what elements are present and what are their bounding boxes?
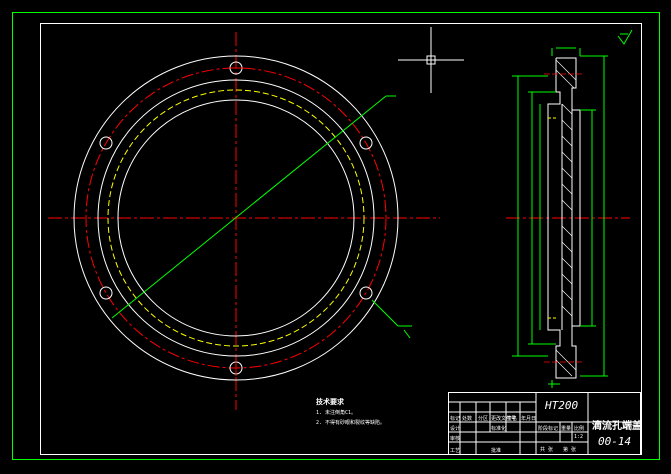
bolt-hole[interactable] [99,136,113,150]
side-section-view[interactable] [506,29,633,388]
tech-requirements-title: 技术要求 [316,398,344,406]
tb-stage-mark: 阶段标记 [538,426,559,432]
hidden-circle [107,89,365,347]
tb-mark: 标记 [450,416,461,422]
tech-requirement-line: 2. 不得有砂眼和裂纹等缺陷。 [316,420,386,426]
inner-frame [40,23,642,455]
front-view[interactable] [48,32,440,410]
tb-scale-value: 1:2 [574,434,584,440]
tb-check: 审核 [450,436,461,442]
drawing-number: 00-14 [598,435,632,448]
tb-zone: 分区 [478,416,489,422]
section-outline-top[interactable] [547,57,581,379]
bolt-hole[interactable] [359,286,373,300]
inner-circle-2[interactable] [117,99,355,337]
part-name: 滴流孔端盖 [592,421,642,432]
tb-change-doc: 更改文件号 [491,416,517,422]
bolt-holes[interactable] [99,61,373,376]
inner-circle-1[interactable] [97,79,375,357]
tb-approve: 批准 [491,448,502,454]
tb-count: 处数 [462,416,473,422]
tb-process: 工艺 [450,448,461,454]
diameter-leader [111,95,387,319]
hole-leader [371,299,399,327]
tb-date: 年月日 [521,416,537,422]
tb-sheet-total: 共 张 [540,447,554,453]
tb-sheet-no: 第 张 [563,447,577,453]
outer-frame [12,12,660,460]
outer-circle[interactable] [73,55,399,381]
section-hatch [555,59,577,377]
tb-signature: 签名 [507,416,518,422]
bolt-hole[interactable] [359,136,373,150]
tb-standardize: 标准化 [491,426,507,432]
tb-weight: 重量 [561,426,572,432]
hole-leader-tick [403,329,411,339]
tech-requirement-line: 1. 未注倒角C1。 [316,410,357,416]
title-block[interactable] [448,392,641,455]
tb-scale: 比例 [574,426,585,432]
section-dimensions [512,47,608,388]
material-label: HT200 [545,399,579,412]
surface-finish-icon [617,29,633,45]
crosshair-cursor-icon [398,27,464,93]
bolt-hole[interactable] [99,286,113,300]
tb-design: 设计 [450,426,461,432]
